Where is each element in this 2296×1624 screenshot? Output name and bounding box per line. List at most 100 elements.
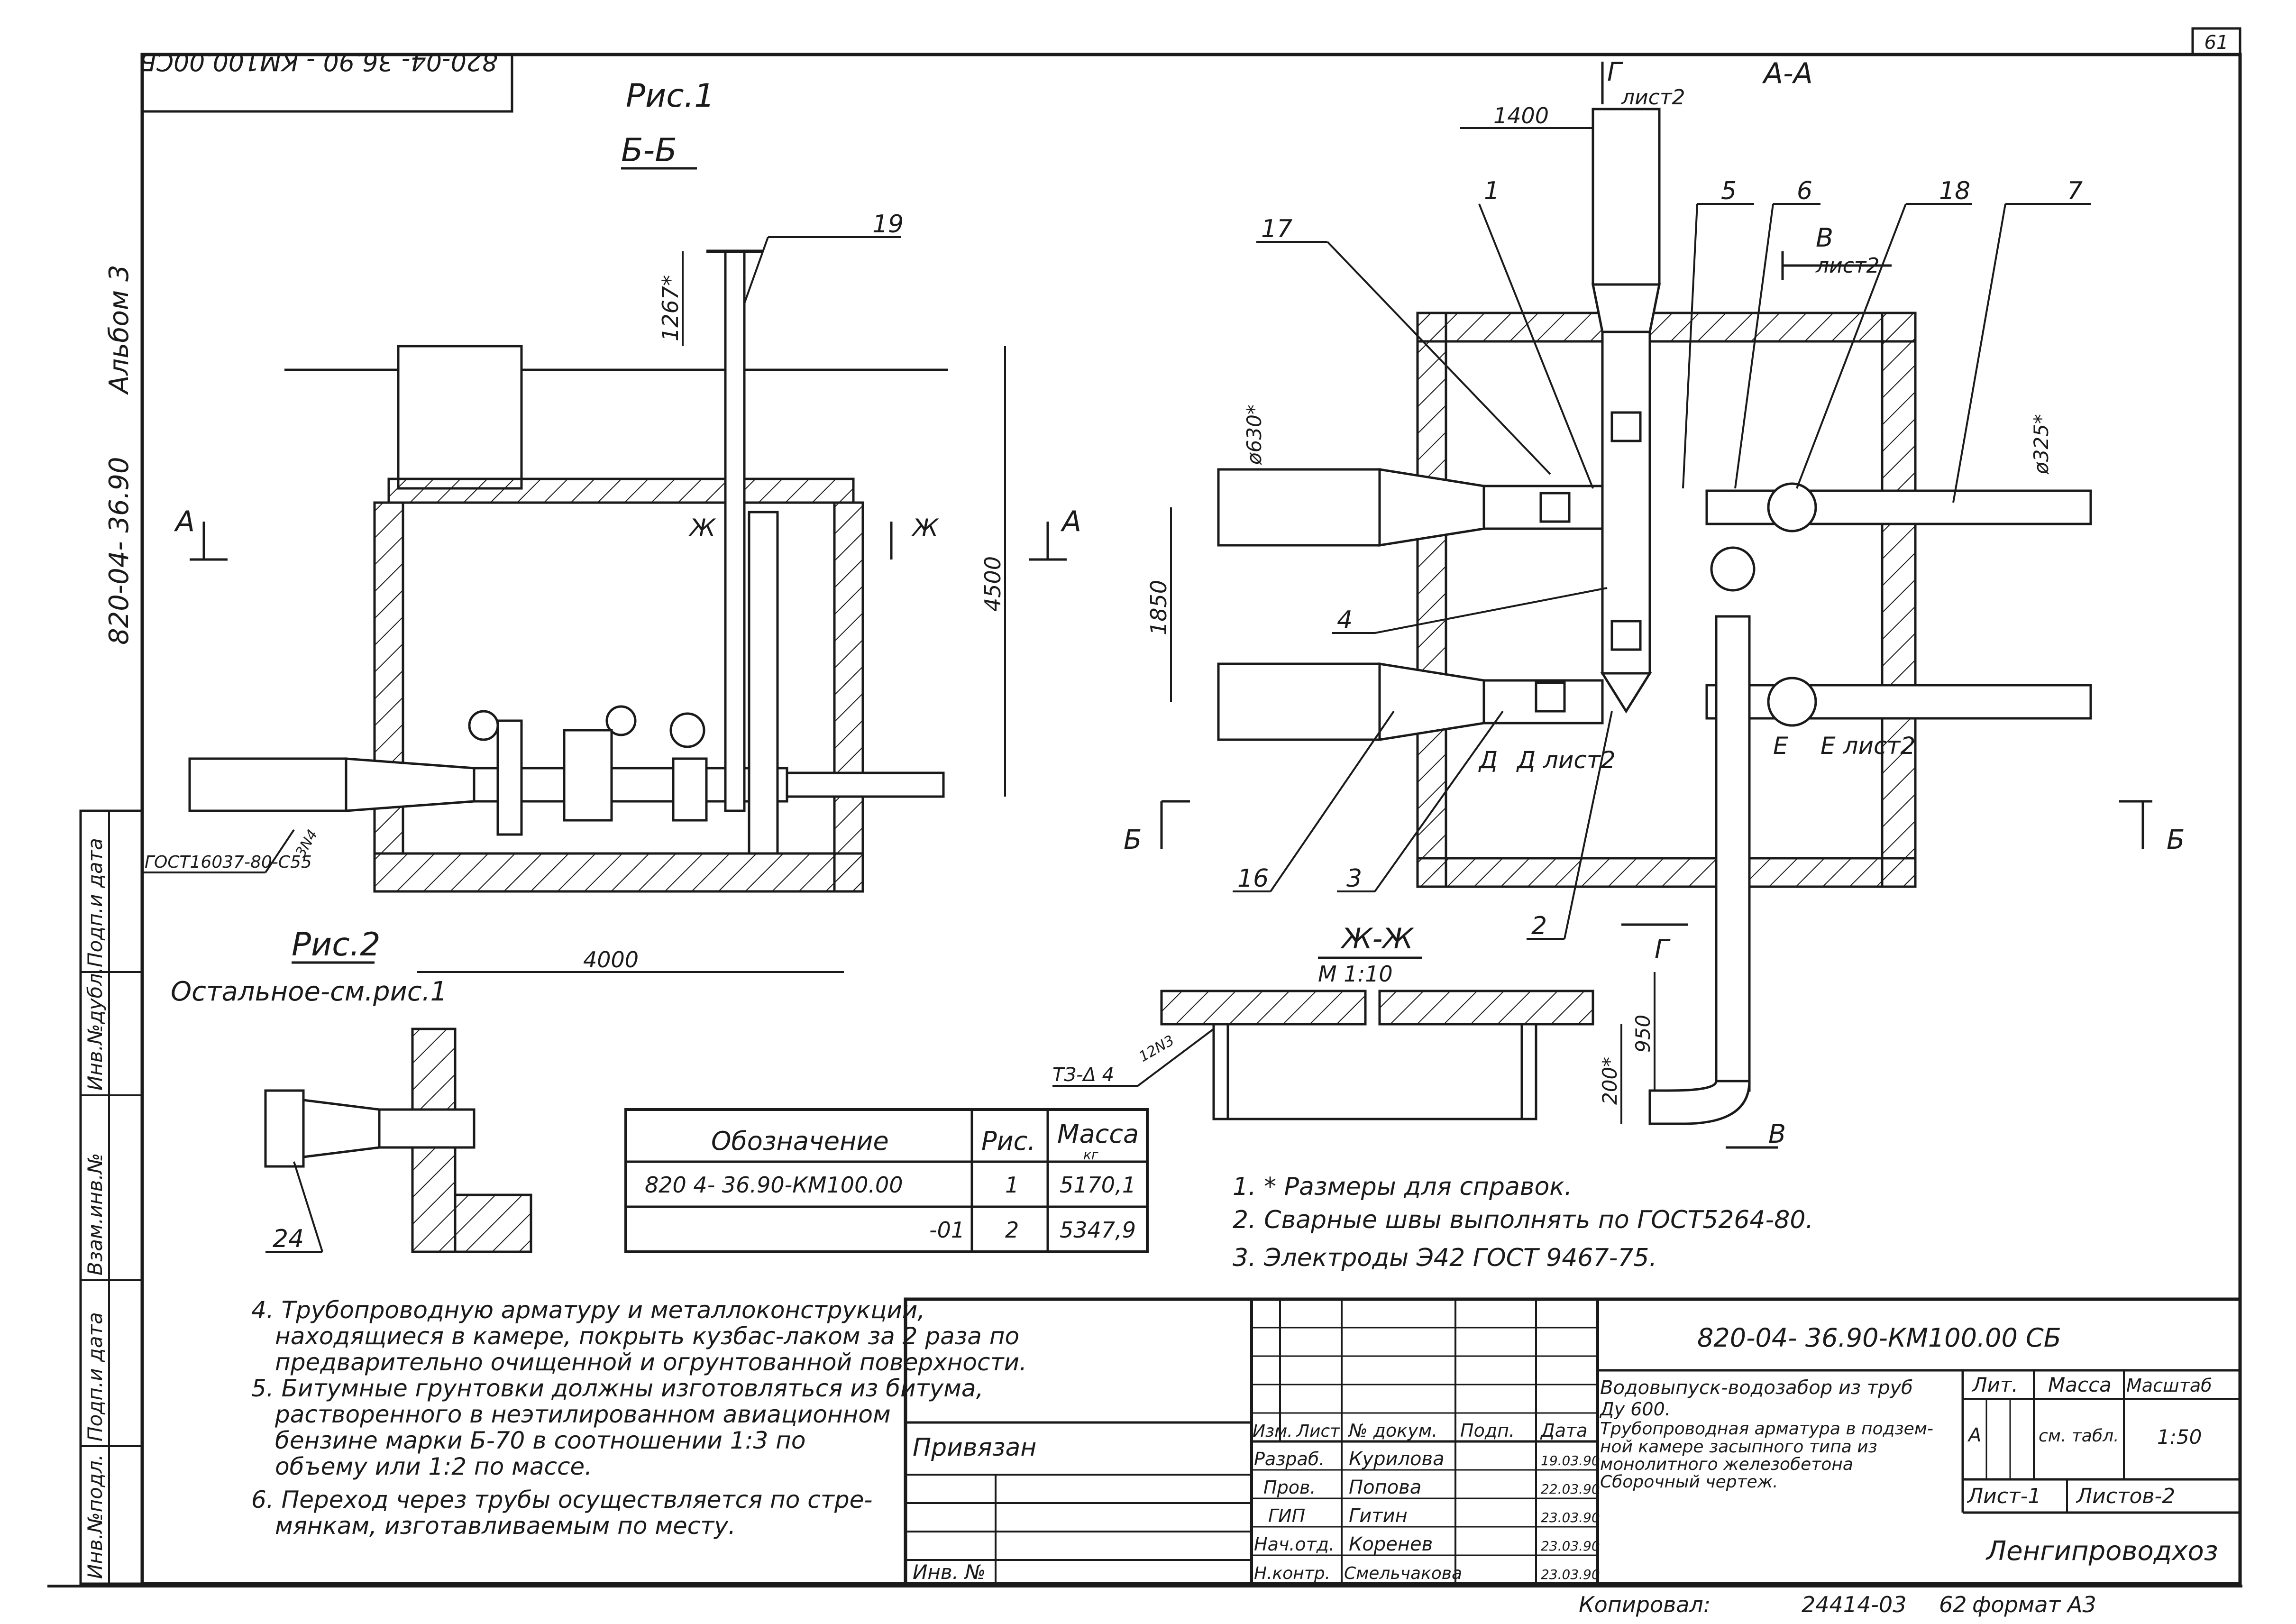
spec-header-unit: кг [1083, 1147, 1098, 1163]
name-prov: Попова [1349, 1477, 1421, 1498]
plan-pipe-vertical [1592, 108, 1661, 286]
mass-header: Масса [2048, 1373, 2112, 1396]
callout-16: 16 [1237, 864, 1269, 893]
stamp-vzam-inv: Взам.инв.№ [83, 1153, 107, 1275]
plan-pipe-left-bottom [1217, 662, 1381, 741]
col-sign: Подп. [1460, 1420, 1515, 1441]
fig1-title: Рис.1 [626, 77, 714, 115]
side-stamp: Инв.№подл. Подп.и дата Взам.инв.№ Инв.№д… [79, 809, 144, 1585]
callout-1: 1 [1484, 177, 1500, 205]
fig1-pipe-out [786, 771, 945, 798]
fig1-gost-note: ГОСТ16037-80-С55 [145, 853, 312, 872]
page-number-box [2191, 27, 2241, 56]
ref-g-top: Г [1607, 57, 1623, 87]
note-2: 2. Сварные швы выполнять по ГОСТ5264-80. [1233, 1206, 1813, 1234]
fig2-mark-24: 24 [273, 1225, 304, 1253]
note-6-l1: 6. Переход через трубы осуществляется по… [251, 1486, 872, 1514]
date-nach: 23.03.90 [1541, 1538, 1600, 1554]
dim-1267: 1267* [658, 275, 683, 341]
fig1-mark-zh-left: Ж [688, 514, 716, 541]
org-name: Ленгипроводхоз [1985, 1536, 2218, 1567]
lit-header: Лит. [1971, 1373, 2018, 1396]
callout-6: 6 [1797, 177, 1812, 205]
desc-2: Ду 600. [1599, 1399, 1671, 1420]
plan-wall-bottom [1416, 857, 1917, 888]
stamp-inv-podl: Инв.№подл. [83, 1454, 107, 1579]
desc-3: Трубопроводная арматура в подзем- [1600, 1419, 1933, 1439]
date-nkontr: 23.03.90 [1541, 1567, 1600, 1582]
fig2-subtitle: Остальное-см.рис.1 [171, 976, 447, 1007]
ref-v-bottom: В [1768, 1119, 1786, 1149]
spec-header-fig: Рис. [981, 1126, 1036, 1156]
plan-pipe-left-top [1217, 468, 1381, 547]
binding-label: Привязан [913, 1433, 1036, 1462]
title-block: Привязан Инв. № Изм. Лист № докум. Подп.… [904, 1297, 2242, 1586]
callout-2: 2 [1531, 912, 1547, 940]
ref-b-left: Б [1124, 825, 1142, 855]
stamp-podp-data-2: Подп.и дата [83, 838, 107, 967]
footer-copied: Копировал: [1579, 1592, 1711, 1617]
chamber-wall-right [833, 501, 864, 893]
col-date: Дата [1540, 1420, 1587, 1441]
spec-header-designation: Обозначение [711, 1126, 889, 1156]
ref-g-sheet: лист2 [1621, 85, 1685, 110]
note-5-l4: объему или 1:2 по массе. [275, 1453, 592, 1480]
note-5-l1: 5. Битумные грунтовки должны изготовлять… [251, 1375, 983, 1402]
spec-row1-code: 820 4- 36.90-КМ100.00 [645, 1172, 903, 1198]
note-1: 1. * Размеры для справок. [1233, 1173, 1572, 1201]
dim-325: ø325* [2030, 414, 2053, 475]
plan-pipe-right-top [1705, 489, 2092, 525]
rotated-stamp: 820-04- 36.90 - КМ100.00СБ [139, 47, 498, 75]
fig2-title: Рис.2 [292, 926, 380, 963]
date-prov: 22.03.90 [1541, 1481, 1600, 1497]
role-nkontr: Н.контр. [1254, 1564, 1330, 1583]
spec-row2-mass: 5347,9 [1060, 1217, 1136, 1243]
zh-weld: ТЗ-Δ 4 [1052, 1064, 1114, 1086]
scale-value: 1:50 [2157, 1425, 2202, 1449]
ref-g-bottom: Г [1655, 934, 1671, 964]
zh-scale: М 1:10 [1318, 961, 1393, 987]
dim-1400: 1400 [1493, 103, 1549, 128]
note-5-l3: бензине марки Б-70 в соотношении 1:3 по [275, 1427, 805, 1454]
zh-slab-left [1160, 990, 1367, 1026]
zh-slab-right [1378, 990, 1594, 1026]
desc-5: монолитного железобетона [1600, 1455, 1853, 1474]
manhole-neck [397, 345, 523, 490]
ref-e-left: Е [1773, 732, 1788, 760]
fig1-mark-a-left: А [174, 505, 195, 538]
role-prov: Пров. [1263, 1477, 1316, 1498]
note-4-l1: 4. Трубопроводную арматуру и металлоконс… [251, 1296, 925, 1324]
side-code: 820-04- 36.90 [104, 457, 135, 645]
plan-wall-top [1416, 312, 1917, 343]
callout-5: 5 [1721, 177, 1737, 205]
dim-4000: 4000 [583, 947, 639, 973]
date-gip: 23.03.90 [1541, 1510, 1600, 1525]
scale-header: Масштаб [2126, 1375, 2212, 1396]
callout-3: 3 [1346, 864, 1362, 893]
fig1-mark-19: 19 [872, 210, 904, 239]
fig1-mark-a-right: А [1060, 505, 1081, 538]
fig2-pipe [264, 1089, 305, 1168]
title-code: 820-04- 36.90-КМ100.00 СБ [1697, 1323, 2061, 1353]
fig1-riser [724, 250, 746, 812]
ref-d-left: Д [1478, 746, 1498, 774]
plan-pipe-branch [1715, 615, 1751, 1092]
sheet-value: Лист-1 [1967, 1484, 2041, 1508]
dim-200: 200* [1598, 1057, 1621, 1105]
desc-4: ной камере засыпного типа из [1600, 1437, 1877, 1457]
spec-table: Обозначение Рис. Масса кг 820 4- 36.90-К… [624, 1108, 1149, 1253]
spec-row2-fig: 2 [1005, 1217, 1019, 1243]
name-nkontr: Смельчакова [1344, 1564, 1462, 1583]
zh-title: Ж-Ж [1340, 922, 1414, 955]
dim-4500: 4500 [980, 556, 1006, 612]
dim-1850: 1850 [1146, 580, 1171, 635]
desc-6: Сборочный чертеж. [1600, 1472, 1778, 1492]
col-doc: № докум. [1348, 1420, 1437, 1441]
name-nach: Коренев [1349, 1533, 1433, 1555]
dim-950: 950 [1631, 1015, 1655, 1053]
role-gip: ГИП [1268, 1505, 1305, 1526]
note-6-l2: мянкам, изготавливаемым по месту. [275, 1512, 736, 1540]
col-list: Лист [1296, 1422, 1340, 1441]
ref-b-right: Б [2167, 825, 2185, 855]
note-4-l2: находящиеся в камере, покрыть кузбас-лак… [275, 1322, 1019, 1350]
